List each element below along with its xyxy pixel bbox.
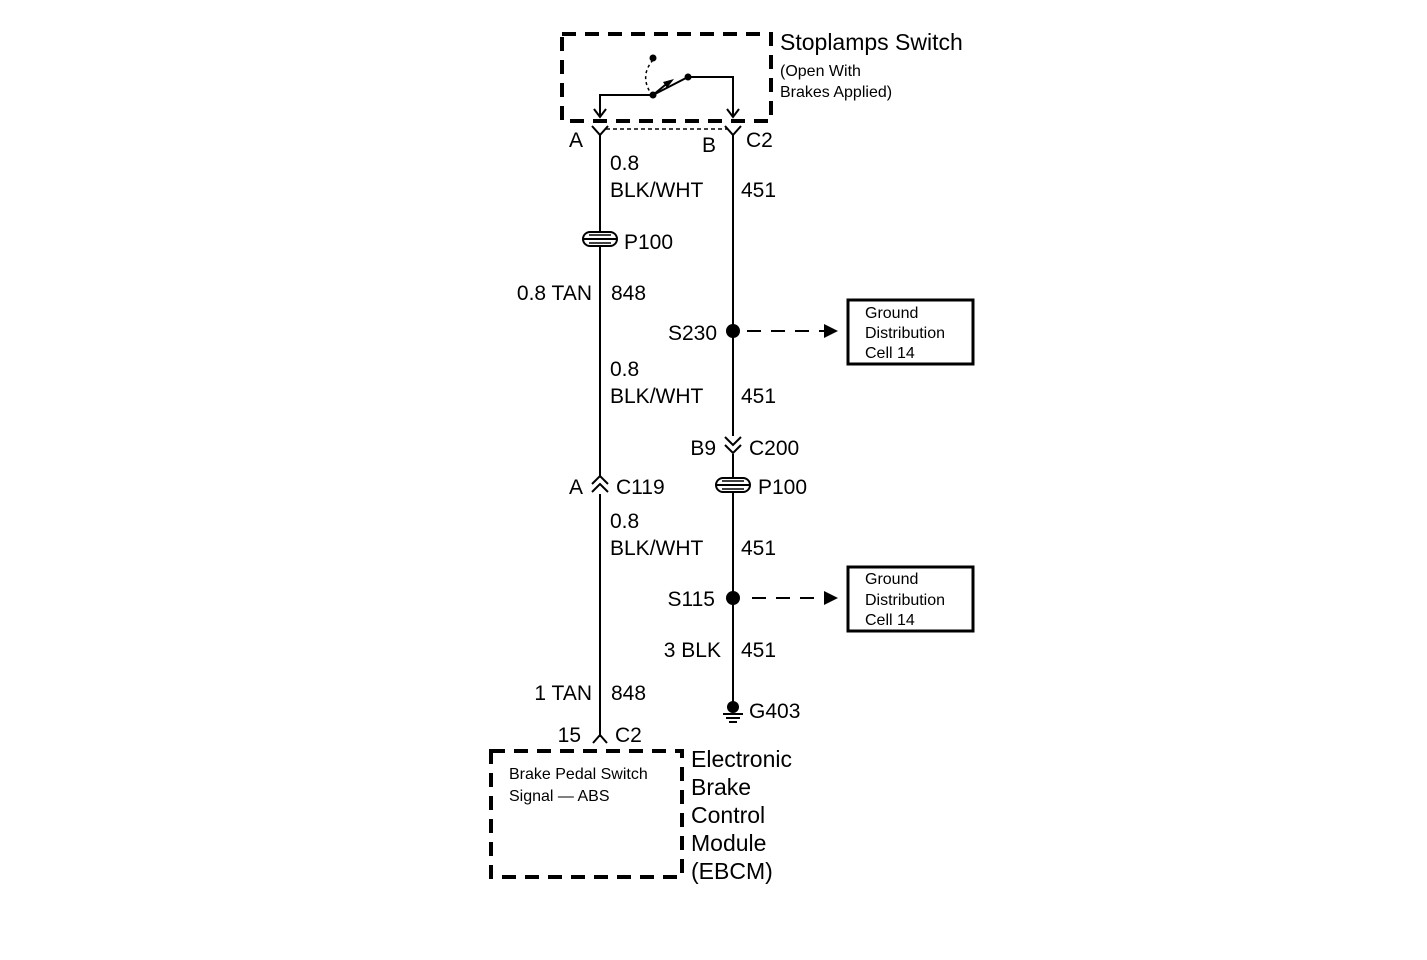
- ebcm-title-5: (EBCM): [691, 858, 773, 884]
- stoplamps-switch-box: [560, 32, 773, 123]
- left-seg1-color: BLK/WHT: [610, 179, 704, 202]
- splice-s230-dot: [726, 324, 740, 338]
- ebcm-connector: C2: [615, 724, 642, 747]
- right-seg3-gauge: 0.8: [610, 510, 639, 533]
- ebcm-title-3: Control: [691, 802, 765, 828]
- left-seg1-gauge: 0.8: [610, 152, 639, 175]
- inline-connector-icon: [591, 474, 609, 493]
- stoplamps-switch-note-2: Brakes Applied): [780, 84, 892, 101]
- right-seg3-color: BLK/WHT: [610, 537, 704, 560]
- reference-line-1: Ground: [865, 571, 918, 588]
- left-connector-name: C119: [616, 476, 665, 499]
- left-pass-through-label: P100: [624, 231, 673, 254]
- switch-contact-icon: [593, 54, 740, 119]
- ebcm-box: [489, 749, 684, 879]
- right-seg2-circuit: 451: [741, 385, 776, 408]
- arrow-right-icon: [824, 324, 838, 338]
- left-seg3-spec: 1 TAN: [534, 682, 592, 705]
- splice-s230-label: S230: [668, 322, 717, 345]
- ebcm-module: 15 C2 Brake Pedal Switch Signal — ABS El…: [489, 724, 792, 884]
- ebcm-title-1: Electronic: [691, 746, 792, 772]
- left-seg2-spec: 0.8 TAN: [517, 282, 592, 305]
- ebcm-pin: 15: [558, 724, 581, 747]
- connector-female-icon: [591, 125, 742, 137]
- reference-line-1: Ground: [865, 305, 918, 322]
- stoplamps-pin-b: B: [702, 134, 716, 157]
- right-seg3-circuit: 451: [741, 537, 776, 560]
- ground-icon: [723, 701, 743, 723]
- right-seg2-gauge: 0.8: [610, 358, 639, 381]
- ground-label: G403: [749, 700, 800, 723]
- right-seg2-color: BLK/WHT: [610, 385, 704, 408]
- reference-line-2: Distribution: [865, 592, 945, 609]
- inline-connector-icon: [724, 436, 742, 455]
- ebcm-title-2: Brake: [691, 774, 751, 800]
- right-seg1-circuit: 451: [741, 179, 776, 202]
- reference-line-3: Cell 14: [865, 345, 915, 362]
- right-seg4-circuit: 451: [741, 639, 776, 662]
- left-connector-pin: A: [569, 476, 583, 499]
- right-connector-name: C200: [749, 437, 799, 460]
- stoplamps-switch-title: Stoplamps Switch: [780, 29, 963, 55]
- splice-s115-dot: [726, 591, 740, 605]
- stoplamps-connector-c2: C2: [746, 129, 773, 152]
- arrow-right-icon: [824, 591, 838, 605]
- stoplamps-pin-a: A: [569, 129, 583, 152]
- ground-distribution-reference[interactable]: Ground Distribution Cell 14: [846, 565, 975, 633]
- ebcm-inner-line-1: Brake Pedal Switch: [509, 766, 648, 783]
- pass-through-grommet-icon: [582, 231, 618, 247]
- ground-distribution-reference[interactable]: Ground Distribution Cell 14: [846, 298, 975, 366]
- left-seg2-circuit: 848: [611, 282, 646, 305]
- right-seg4-spec: 3 BLK: [664, 639, 721, 662]
- left-seg3-circuit: 848: [611, 682, 646, 705]
- connector-female-icon: [592, 733, 608, 744]
- ebcm-inner-line-2: Signal — ABS: [509, 788, 610, 805]
- pass-through-grommet-icon: [715, 477, 751, 493]
- reference-line-2: Distribution: [865, 325, 945, 342]
- stoplamps-switch-note-1: (Open With: [780, 63, 861, 80]
- stoplamps-switch: Stoplamps Switch (Open With Brakes Appli…: [560, 29, 963, 157]
- splice-s115-label: S115: [668, 588, 716, 611]
- right-connector-pin: B9: [690, 437, 716, 460]
- reference-line-3: Cell 14: [865, 612, 915, 629]
- ebcm-title-4: Module: [691, 830, 766, 856]
- right-pass-through-label: P100: [758, 476, 807, 499]
